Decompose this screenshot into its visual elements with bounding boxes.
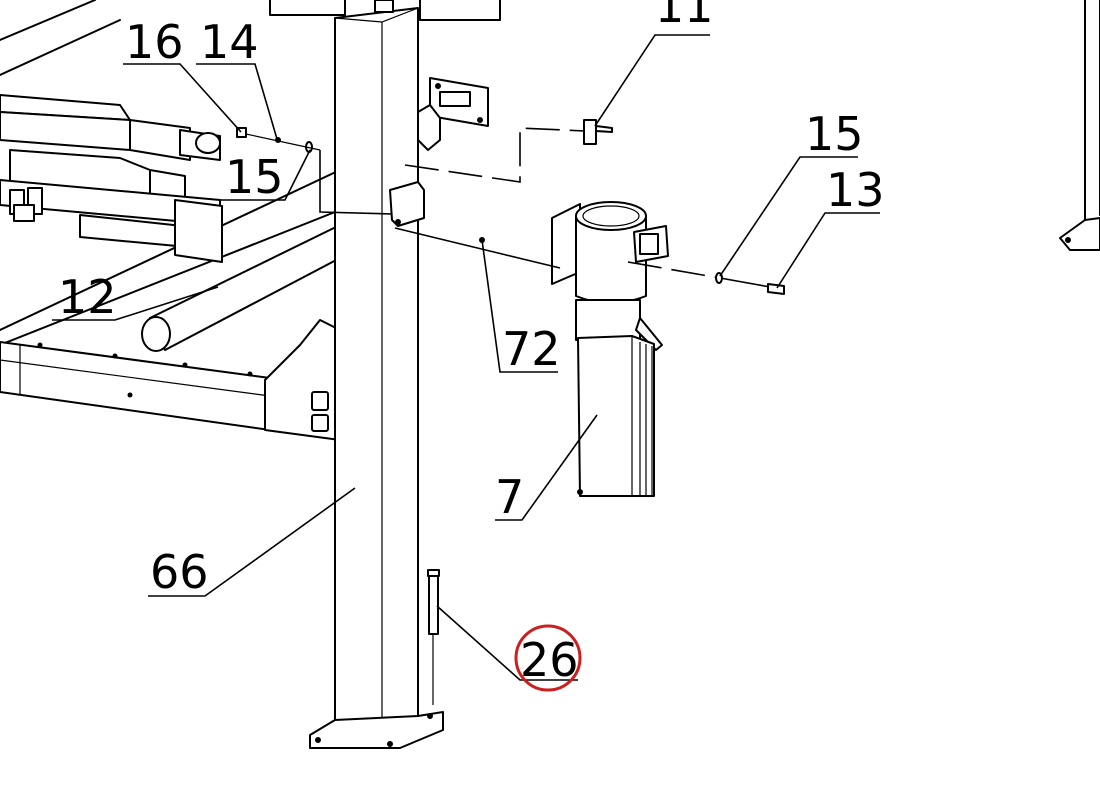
svg-text:13: 13 xyxy=(826,163,885,217)
svg-text:11: 11 xyxy=(655,0,714,33)
anchor-bolt xyxy=(427,569,440,705)
lift-platform-runway xyxy=(0,0,341,441)
callout-72: 72 xyxy=(481,239,561,376)
callout-15-right: 15 xyxy=(719,107,864,277)
svg-text:15: 15 xyxy=(805,107,864,161)
hydraulic-power-unit xyxy=(551,201,669,497)
callout-11: 11 xyxy=(594,0,714,127)
crossbeam-assembly xyxy=(0,94,244,263)
callout-12: 12 xyxy=(52,270,219,324)
bolt xyxy=(767,283,785,295)
svg-text:16: 16 xyxy=(125,15,184,69)
callout-26: 26 xyxy=(436,605,582,692)
svg-text:66: 66 xyxy=(150,545,209,599)
assembly-line-switch xyxy=(404,127,586,183)
svg-text:7: 7 xyxy=(495,470,524,524)
callout-7: 7 xyxy=(495,414,598,524)
lift-column xyxy=(269,0,501,749)
svg-text:72: 72 xyxy=(502,322,561,376)
callout-13: 13 xyxy=(776,163,885,289)
assembly-line-power-unit xyxy=(394,227,561,269)
mounting-bracket xyxy=(417,77,489,151)
callout-14: 14 xyxy=(196,15,278,140)
svg-text:14: 14 xyxy=(200,15,259,69)
callout-66: 66 xyxy=(148,487,356,599)
callout-16: 16 xyxy=(123,15,242,133)
limit-switch xyxy=(583,119,613,145)
svg-text:12: 12 xyxy=(58,270,117,324)
small-hardware xyxy=(236,127,321,153)
callout-15-left: 15 xyxy=(220,149,311,204)
assembly-line-bolt xyxy=(627,261,721,279)
right-post-fragment xyxy=(1059,0,1100,251)
highlight-circle xyxy=(514,624,582,692)
svg-text:26: 26 xyxy=(520,633,579,687)
assembly-line-left xyxy=(319,150,393,215)
svg-text:15: 15 xyxy=(225,150,284,204)
